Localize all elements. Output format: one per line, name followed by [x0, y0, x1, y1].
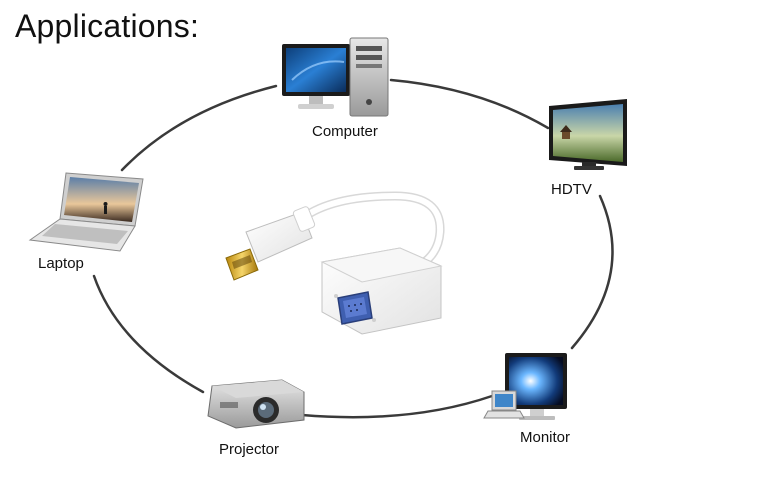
- projector-icon: [207, 379, 305, 429]
- ring-arc-hdtv-monitor: [570, 194, 614, 350]
- device-label-computer: Computer: [312, 123, 378, 140]
- device-label-laptop: Laptop: [38, 255, 84, 272]
- ring-arc-laptop-computer: [120, 84, 278, 172]
- desktop-computer-icon: [282, 37, 389, 117]
- monitor-icon: [483, 353, 567, 420]
- device-label-monitor: Monitor: [520, 429, 571, 446]
- ring-arc-projector-laptop: [92, 274, 205, 394]
- page-title: Applications:: [15, 8, 200, 44]
- displayport-to-vga-adapter-icon: [225, 191, 445, 335]
- device-label-projector: Projector: [219, 441, 280, 458]
- laptop-icon: [28, 172, 144, 252]
- device-label-hdtv: HDTV: [551, 181, 592, 198]
- ring-arc-computer-hdtv: [389, 78, 550, 130]
- hdtv-icon: [549, 99, 627, 170]
- connection-ring: [92, 78, 614, 419]
- ring-arc-monitor-projector: [300, 394, 494, 419]
